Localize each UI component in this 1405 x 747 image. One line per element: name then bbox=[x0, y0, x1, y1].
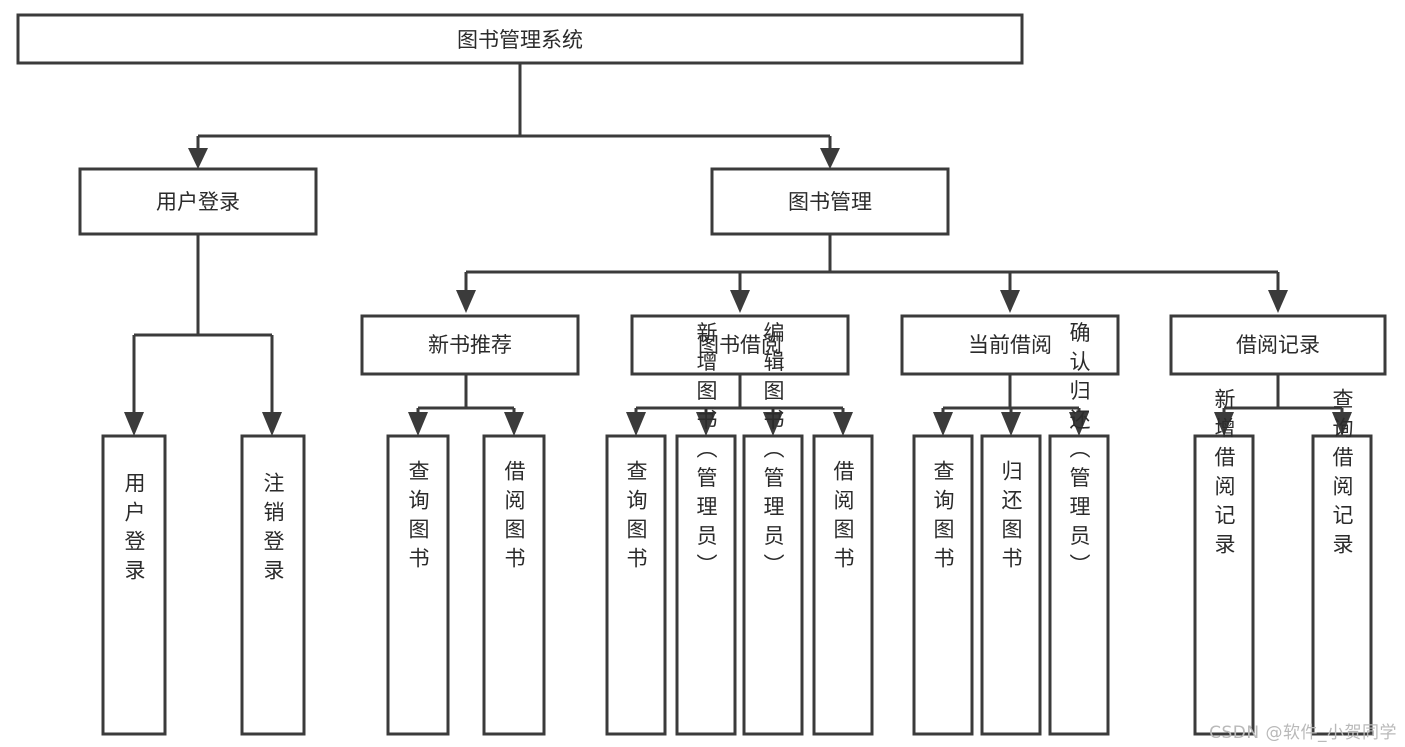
arrow-head-borrow bbox=[730, 290, 750, 313]
node-user-login-label: 用户登录 bbox=[156, 190, 240, 214]
leaf-cu-confirm-return-box[interactable] bbox=[1048, 434, 1110, 736]
leaf-re-query-record-box[interactable] bbox=[1311, 434, 1373, 736]
leaf-node[interactable]: 用户登录 bbox=[101, 434, 167, 736]
leaf-node[interactable]: 新增借阅记录 bbox=[1193, 388, 1255, 736]
node-borrow-records-label: 借阅记录 bbox=[1236, 333, 1320, 357]
leaf-node[interactable]: 借阅图书 bbox=[812, 434, 874, 736]
leaf-node[interactable]: 查询图书 bbox=[605, 434, 667, 736]
leaf-node[interactable]: 借阅图书 bbox=[482, 434, 546, 736]
leaf-node[interactable]: 查询图书 bbox=[386, 434, 450, 736]
node-root[interactable]: 图书管理系统 bbox=[16, 13, 1024, 65]
arrow-head-bo-leaf2 bbox=[696, 412, 716, 436]
leaf-node[interactable]: 确认归还（管理员） bbox=[1048, 322, 1110, 736]
arrow-head-re-leaf1 bbox=[1214, 412, 1234, 436]
node-book-management-label: 图书管理 bbox=[788, 190, 872, 214]
leaf-node[interactable]: 查询图书 bbox=[912, 434, 974, 736]
arrow-head-re-leaf2 bbox=[1332, 412, 1352, 436]
leaf-user-login-label: 用户登录 bbox=[122, 472, 146, 588]
leaf-re-add-record-box[interactable] bbox=[1193, 434, 1255, 736]
leaf-node[interactable]: 归还图书 bbox=[980, 434, 1042, 736]
node-user-login[interactable]: 用户登录 bbox=[78, 167, 318, 236]
node-book-borrow[interactable]: 图书借阅 bbox=[630, 314, 850, 376]
arrow-head-cu-leaf2 bbox=[1001, 412, 1021, 436]
node-borrow-records-box[interactable] bbox=[1169, 314, 1387, 376]
arrow-head-records bbox=[1268, 290, 1288, 313]
leaf-cu-confirm-return-label: 确认归还（管理员） bbox=[1067, 322, 1091, 583]
node-book-management[interactable]: 图书管理 bbox=[710, 167, 950, 236]
leaf-bo-borrow-book-label: 借阅图书 bbox=[831, 460, 855, 576]
node-user-login-box[interactable] bbox=[78, 167, 318, 236]
arrow-head-bookmgmt bbox=[820, 148, 840, 169]
leaf-node[interactable]: 新增图书（管理员） bbox=[675, 322, 737, 736]
arrow-head-newbooks bbox=[456, 290, 476, 313]
leaf-logout-label: 注销登录 bbox=[261, 472, 285, 588]
node-new-book-recommend[interactable]: 新书推荐 bbox=[360, 314, 580, 376]
arrow-head-bo-leaf4 bbox=[833, 412, 853, 436]
leaf-cu-return-book-box[interactable] bbox=[980, 434, 1042, 736]
arrow-head-leaf-logout bbox=[262, 412, 282, 436]
arrow-head-userlogin bbox=[188, 148, 208, 169]
leaf-bo-query-book-box[interactable] bbox=[605, 434, 667, 736]
connector-group bbox=[124, 63, 1352, 436]
arrow-head-leaf-user-login bbox=[124, 412, 144, 436]
node-borrow-records[interactable]: 借阅记录 bbox=[1169, 314, 1387, 376]
leaf-node[interactable]: 注销登录 bbox=[240, 434, 306, 736]
leaf-re-add-record-label: 新增借阅记录 bbox=[1212, 388, 1236, 562]
leaf-bo-add-book-label: 新增图书（管理员） bbox=[694, 322, 718, 583]
node-current-borrow-box[interactable] bbox=[900, 314, 1120, 376]
arrow-head-bo-leaf1 bbox=[626, 412, 646, 436]
node-book-borrow-label: 图书借阅 bbox=[698, 333, 782, 357]
leaf-cu-query-book-label: 查询图书 bbox=[931, 460, 955, 576]
node-root-label: 图书管理系统 bbox=[457, 28, 583, 52]
node-current-borrow-label: 当前借阅 bbox=[968, 333, 1052, 357]
leaf-nb-query-book-box[interactable] bbox=[386, 434, 450, 736]
leaf-nb-query-book-label: 查询图书 bbox=[406, 460, 430, 576]
arrow-head-cu-leaf3 bbox=[1069, 412, 1089, 436]
leaf-nb-borrow-book-label: 借阅图书 bbox=[502, 460, 526, 576]
arrow-head-bo-leaf3 bbox=[763, 412, 783, 436]
leaf-bo-query-book-label: 查询图书 bbox=[624, 460, 648, 576]
leaf-cu-return-book-label: 归还图书 bbox=[999, 460, 1023, 576]
leaf-user-login-box[interactable] bbox=[101, 434, 167, 736]
leaf-bo-add-book-box[interactable] bbox=[675, 434, 737, 736]
node-book-management-box[interactable] bbox=[710, 167, 950, 236]
arrow-head-nb-leaf2 bbox=[504, 412, 524, 436]
node-root-box[interactable] bbox=[16, 13, 1024, 65]
node-new-book-recommend-box[interactable] bbox=[360, 314, 580, 376]
leaf-bo-edit-book-box[interactable] bbox=[742, 434, 804, 736]
arrow-head-nb-leaf1 bbox=[408, 412, 428, 436]
leaf-bo-borrow-book-box[interactable] bbox=[812, 434, 874, 736]
node-current-borrow[interactable]: 当前借阅 bbox=[900, 314, 1120, 376]
leaf-cu-query-book-box[interactable] bbox=[912, 434, 974, 736]
leaf-re-query-record-label: 查询借阅记录 bbox=[1330, 388, 1354, 562]
leaf-logout-box[interactable] bbox=[240, 434, 306, 736]
leaf-node[interactable]: 编辑图书（管理员） bbox=[742, 322, 804, 736]
arrow-head-current bbox=[1000, 290, 1020, 313]
leaf-node[interactable]: 查询借阅记录 bbox=[1311, 388, 1373, 736]
node-book-borrow-box[interactable] bbox=[630, 314, 850, 376]
node-new-book-recommend-label: 新书推荐 bbox=[428, 333, 512, 357]
leaf-bo-edit-book-label: 编辑图书（管理员） bbox=[761, 322, 785, 583]
leaf-nb-borrow-book-box[interactable] bbox=[482, 434, 546, 736]
arrow-head-cu-leaf1 bbox=[933, 412, 953, 436]
